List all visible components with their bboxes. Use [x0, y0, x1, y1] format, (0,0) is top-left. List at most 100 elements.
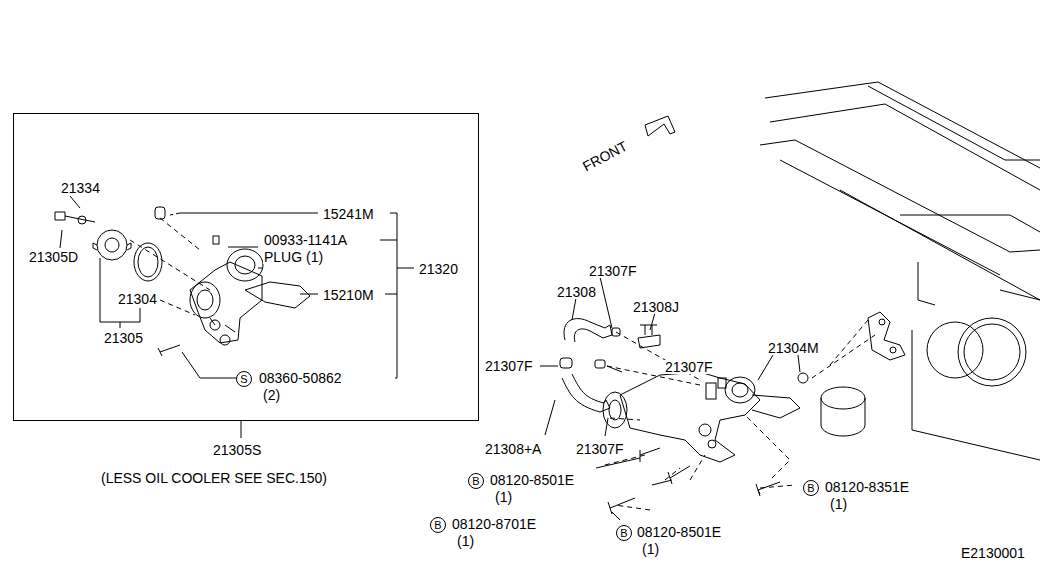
- main-pump: [725, 377, 755, 403]
- front-arrow: [645, 116, 675, 136]
- callout-number: 08120-8501E: [489, 473, 575, 487]
- main-pump: [732, 383, 748, 397]
- code-letter: B: [468, 473, 484, 489]
- main-leaders: [596, 458, 760, 520]
- engine-outline: [964, 324, 1020, 380]
- quantity: (2): [262, 388, 281, 402]
- inset-pump: [55, 207, 310, 356]
- inset-pump: [210, 320, 220, 330]
- main-pump: [752, 395, 800, 418]
- main-leaders: [607, 320, 875, 420]
- engine-outline: [879, 319, 885, 325]
- callout-number: 21307F: [664, 360, 713, 374]
- callout-number: 21308: [556, 285, 597, 299]
- main-pump: [718, 378, 726, 388]
- assembly-number: 21305S: [212, 443, 262, 457]
- callout-number: 21307F: [575, 442, 624, 456]
- inset-pump: [245, 282, 310, 308]
- engine-outline: [958, 318, 1026, 386]
- inset-pump: [93, 243, 131, 250]
- main-leaders: [540, 277, 800, 436]
- engine-outline: [890, 347, 896, 353]
- inset-pump: [213, 236, 219, 244]
- inset-pump: [190, 282, 220, 318]
- inset-pump: [210, 268, 262, 332]
- code-letter: S: [236, 371, 252, 387]
- figure-number: E2130001: [960, 546, 1026, 560]
- main-leaders: [608, 448, 780, 514]
- oil-filter: [821, 387, 865, 409]
- inset-pump: [55, 212, 95, 222]
- main-pump: [609, 400, 621, 420]
- inset-leaders: [182, 352, 238, 378]
- callout-number: 21305D: [28, 250, 79, 264]
- quantity: (1): [641, 542, 660, 556]
- quantity: (1): [456, 534, 475, 548]
- inset-pump: [190, 262, 262, 343]
- hoses: [562, 374, 604, 412]
- hoses: [603, 325, 612, 338]
- inset-pump: [235, 256, 255, 274]
- quantity: (1): [494, 490, 513, 504]
- main-pump: [620, 372, 760, 462]
- inset-leaders: [380, 213, 414, 378]
- callout-number: PLUG (1): [263, 250, 324, 264]
- front-arrow: [645, 116, 675, 136]
- main-pump: [603, 372, 800, 462]
- inset-pump: [105, 238, 119, 252]
- note-text: (LESS OIL COOLER SEE SEC.150): [100, 471, 328, 485]
- inset-leaders: [180, 213, 318, 214]
- inset-pump: [155, 207, 165, 219]
- callout-number: 08120-8351E: [824, 480, 910, 494]
- inset-pump: [227, 249, 263, 281]
- callout-number: 21307F: [484, 359, 533, 373]
- callout-number: 21320: [418, 262, 459, 276]
- engine-outline: [760, 82, 1040, 460]
- inset-leaders: [170, 213, 180, 215]
- callout-number: 21304: [117, 292, 158, 306]
- direction-label: FRONT: [579, 138, 630, 174]
- code-letter: B: [430, 517, 446, 533]
- main-pump: [706, 383, 716, 399]
- hoses: [560, 358, 572, 368]
- oil-filter: [821, 398, 865, 425]
- main-pump: [699, 424, 711, 436]
- main-pump: [708, 440, 716, 448]
- code-letter: B: [616, 525, 632, 541]
- inset-pump: [97, 230, 127, 260]
- main-pump: [603, 392, 627, 428]
- inset-leaders: [60, 196, 414, 438]
- hoses: [595, 360, 605, 368]
- inset-leaders: [228, 247, 258, 248]
- inset-pump: [158, 345, 180, 356]
- hoses: [638, 325, 660, 348]
- callout-number: 15241M: [322, 207, 375, 221]
- main-leaders: [605, 415, 795, 510]
- callout-number: 21304M: [767, 341, 820, 355]
- callout-number: 21308+A: [484, 442, 542, 456]
- callout-number: 08120-8501E: [636, 525, 722, 539]
- code-letter: B: [803, 480, 819, 496]
- inset-pump: [138, 247, 158, 277]
- callout-number: 08120-8701E: [451, 517, 537, 531]
- engine-outline: [760, 82, 1040, 300]
- inset-pump: [134, 243, 162, 281]
- callout-number: 15210M: [322, 288, 375, 302]
- inset-pump: [220, 335, 230, 345]
- hoses: [600, 400, 610, 412]
- inset-pump: [197, 290, 213, 310]
- hoses: [574, 329, 603, 342]
- callout-number: 21305: [103, 331, 144, 345]
- main-leaders: [798, 373, 808, 383]
- callout-number: 21307F: [588, 264, 637, 278]
- oil-filter: [821, 425, 865, 436]
- engine-outline: [912, 262, 1040, 460]
- oil-filter: [821, 387, 865, 436]
- inset-leaders: [60, 196, 80, 248]
- inset-leaders: [241, 420, 242, 438]
- callout-number: 21308J: [632, 300, 680, 314]
- hoses: [560, 319, 660, 412]
- callout-number: 00933-1141A: [263, 233, 348, 247]
- callout-number: 08360-50862: [258, 371, 343, 385]
